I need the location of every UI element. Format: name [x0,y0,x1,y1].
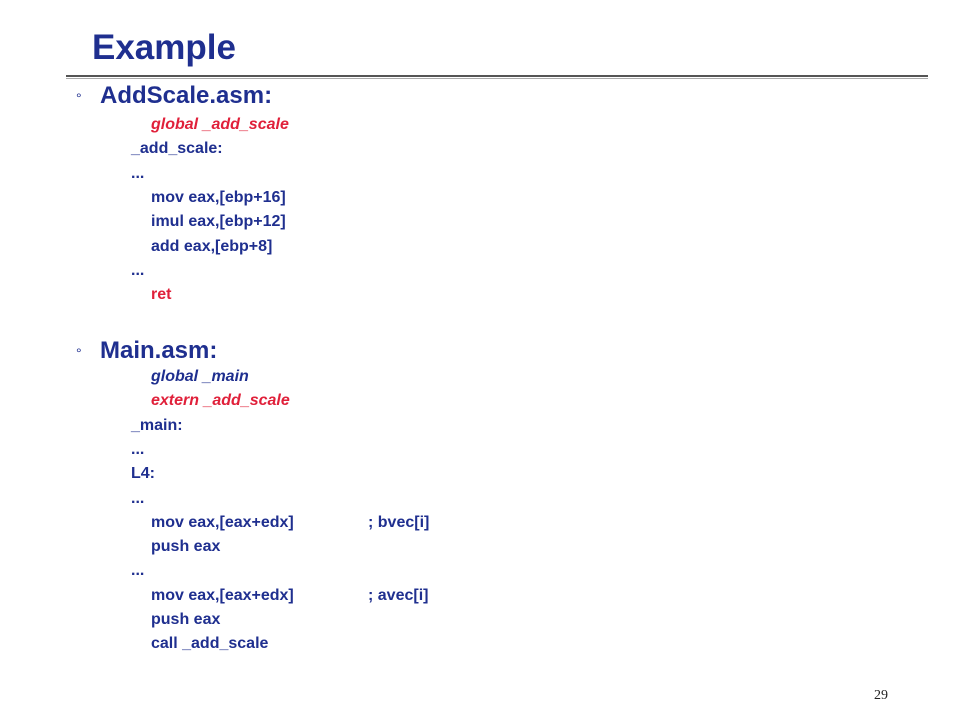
code-text: push eax [151,611,221,628]
bullet-icon: ° [76,90,82,106]
code-text: global _add_scale [151,116,289,133]
code-line: ... [131,440,145,458]
code-comment: ; avec[i] [368,586,429,604]
code-line: push eax [151,612,220,628]
page-number: 29 [874,688,888,703]
code-text: ... [131,261,145,279]
code-line: mov eax,[eax+edx] [151,586,294,604]
code-text: _add_scale: [131,140,223,158]
code-text: add eax,[ebp+8] [151,237,273,255]
title-divider [66,75,928,79]
code-text: push eax [151,538,221,556]
section-addscale-heading: ° AddScale.asm: [76,82,272,110]
code-line: ret [151,287,171,303]
code-line: call _add_scale [151,636,268,652]
section-heading-label: AddScale.asm: [100,82,273,109]
code-text: global _main [151,368,249,385]
code-line: _main: [131,416,183,434]
code-line: L4: [131,466,155,482]
code-line: add eax,[ebp+8] [151,237,273,255]
code-text: ... [131,489,145,507]
slide-title: Example [92,28,236,67]
code-line: global _main [151,369,249,385]
code-text: L4: [131,465,155,483]
code-text: imul eax,[ebp+12] [151,213,286,231]
code-line: mov eax,[ebp+16] [151,188,286,206]
bullet-icon: ° [76,345,82,361]
code-line: push eax [151,539,220,555]
code-line: ... [131,563,144,579]
code-line: imul eax,[ebp+12] [151,214,286,230]
code-text: mov eax,[eax+edx] [151,586,294,604]
code-text: call _add_scale [151,635,269,653]
code-text: ... [131,440,145,458]
code-line: extern _add_scale [151,393,290,409]
code-line: global _add_scale [151,117,289,133]
code-comment: ; bvec[i] [368,513,430,531]
code-text: mov eax,[eax+edx] [151,513,294,531]
section-main-heading: ° Main.asm: [76,337,217,365]
code-line: ... [131,489,145,507]
code-line: ... [131,164,145,182]
code-line: ... [131,261,145,279]
code-text: extern _add_scale [151,392,290,410]
code-text: ret [151,286,172,304]
code-text: mov eax,[ebp+16] [151,188,286,206]
code-text: _main: [131,416,183,434]
section-heading-label: Main.asm: [100,337,218,364]
code-line: mov eax,[eax+edx] [151,513,294,531]
code-text: ... [131,562,145,580]
code-text: ... [131,164,145,182]
code-line: _add_scale: [131,141,223,157]
